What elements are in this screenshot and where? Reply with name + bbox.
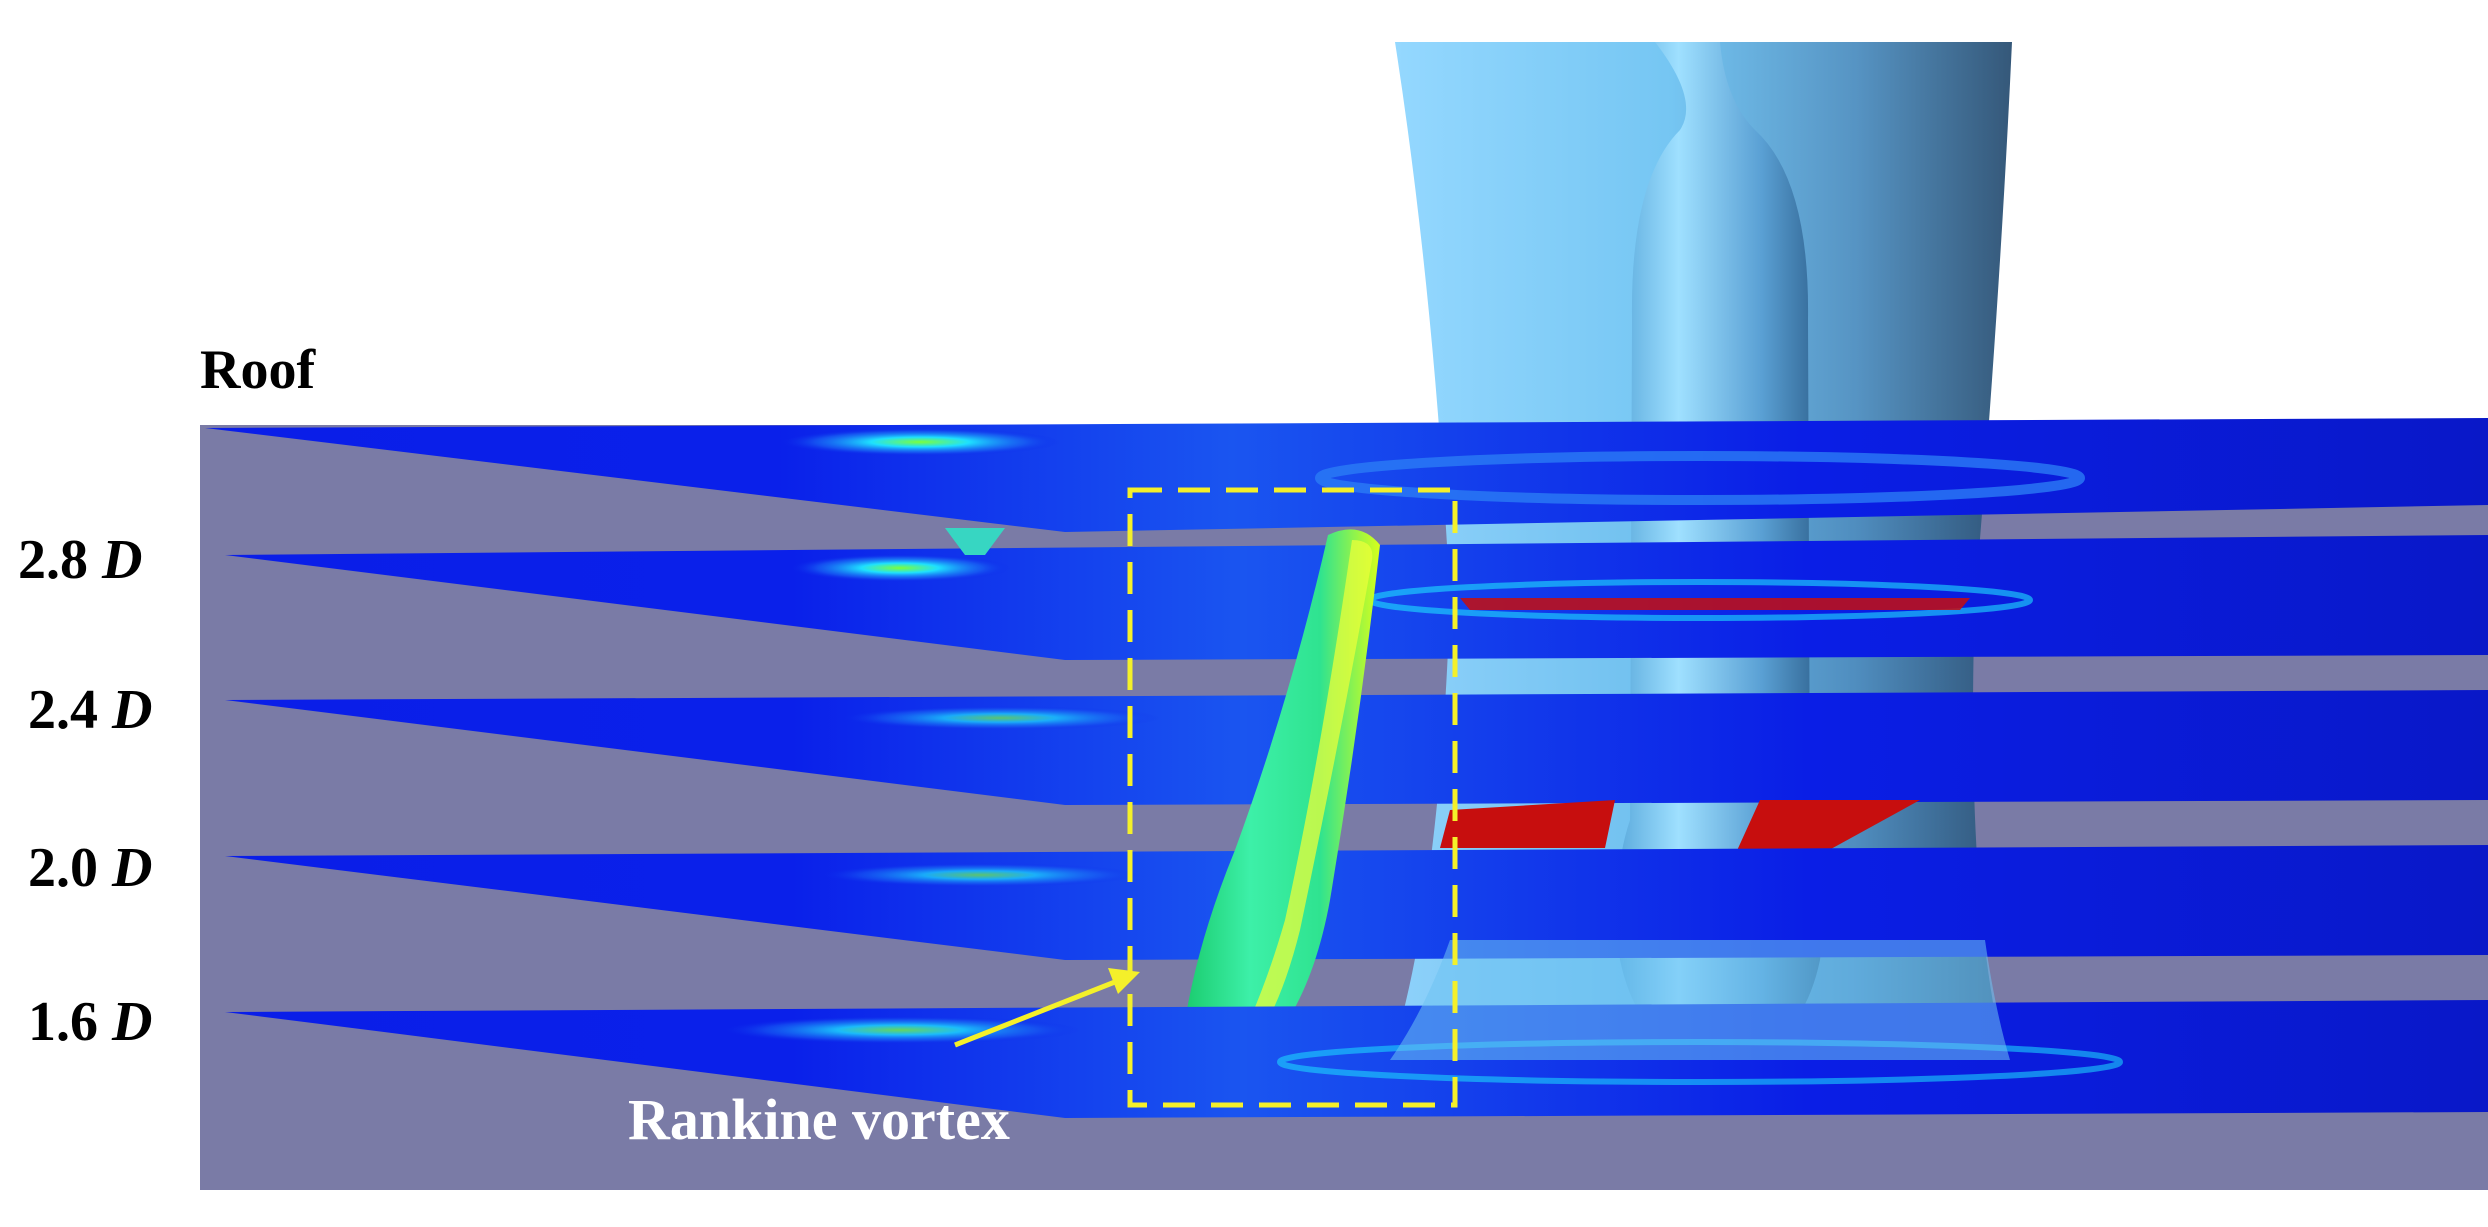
level-value: 2.4 [28, 679, 98, 741]
annotation-arrow-shaft [954, 975, 1126, 1048]
level-unit: D [112, 679, 153, 741]
rankine-vortex [1180, 529, 1380, 1060]
level-unit: D [102, 529, 143, 591]
slice-2-4d-hotspot [840, 706, 1160, 730]
slice-2-8d-hotspot [790, 554, 1010, 582]
high-velocity-zone-right [1735, 800, 1920, 855]
vortex-highlight [1238, 540, 1373, 1048]
slice-roof [205, 418, 2488, 532]
level-value: 1.6 [28, 991, 98, 1053]
level-unit: D [112, 991, 153, 1053]
high-velocity-zone-top [1460, 598, 1970, 610]
level-label-1-6d: 1.6 D [28, 990, 152, 1054]
roof-label: Roof [200, 339, 316, 401]
level-label-2-0d: 2.0 D [28, 836, 152, 900]
slice-2-0d-hotspot [820, 863, 1140, 887]
level-value: 2.8 [18, 529, 88, 591]
level-label-2-8d: 2.8 D [18, 528, 142, 592]
annotation-arrow-head [1108, 968, 1140, 994]
roof-ring [1315, 451, 2085, 505]
high-velocity-zone-left [1440, 800, 1615, 848]
slice-2-0d [225, 845, 2488, 960]
slice-2-4d [225, 690, 2488, 805]
rankine-vortex-label: Rankine vortex [628, 1087, 1010, 1152]
slice-1-6d-hotspot [720, 1016, 1080, 1044]
level-label-2-4d: 2.4 D [28, 678, 152, 742]
roof-hotspot [780, 428, 1060, 456]
tower-skirt [1390, 940, 2010, 1060]
vortex-highlight-box [1127, 487, 1458, 1108]
level-unit: D [112, 837, 153, 899]
drip-feature [945, 528, 1005, 555]
level-value: 2.0 [28, 837, 98, 899]
